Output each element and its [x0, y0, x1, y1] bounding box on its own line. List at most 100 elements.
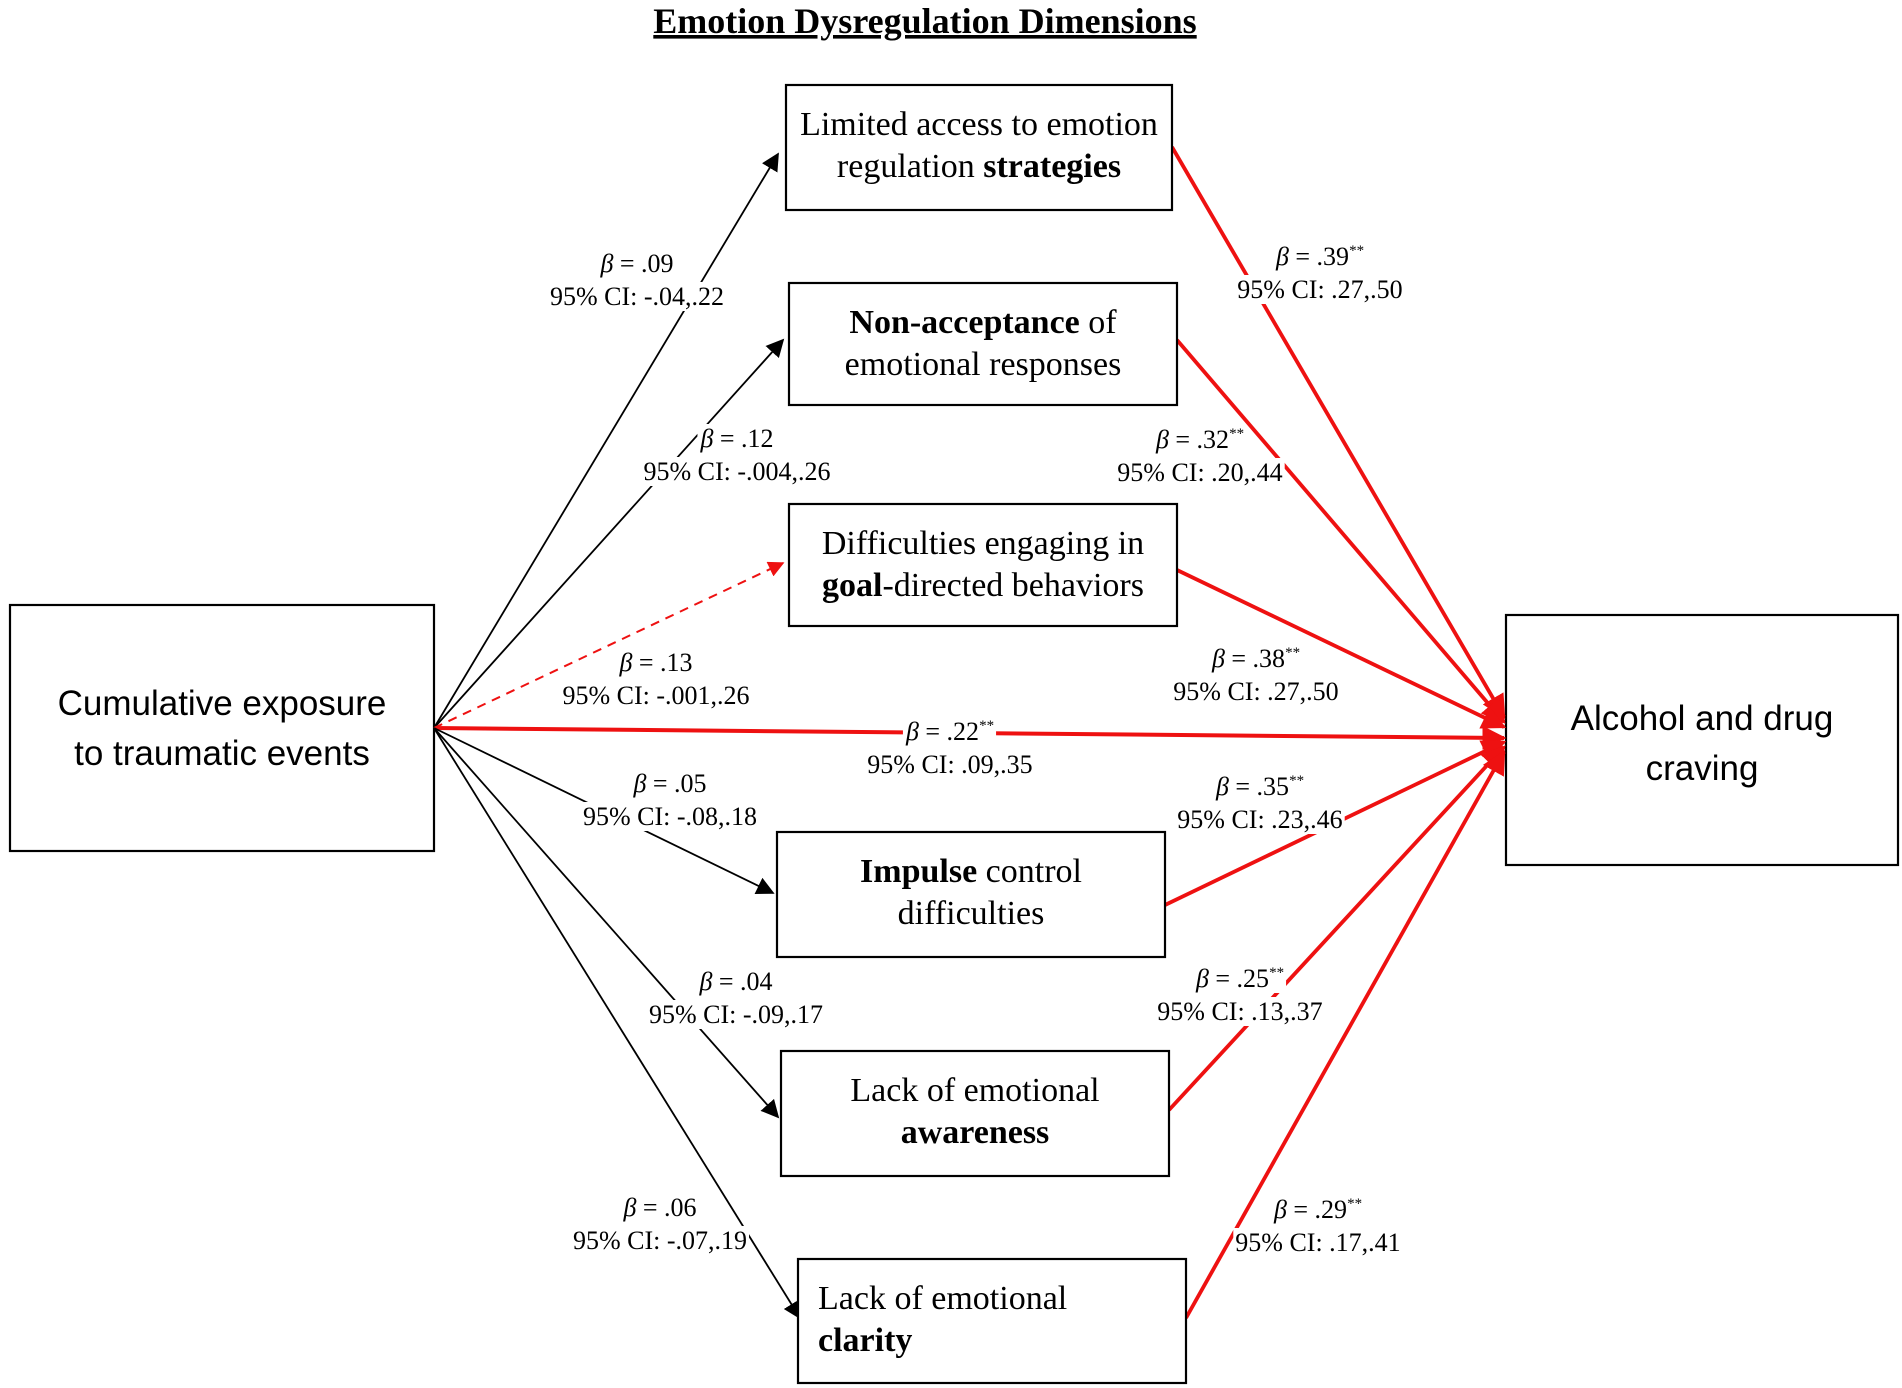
label-backing	[616, 648, 695, 677]
b-path-clarity-ci-text: 95% CI: .17,.41	[1235, 1228, 1400, 1257]
label-backing	[560, 681, 752, 710]
b-path-awareness-arrow	[1167, 745, 1506, 1112]
a-path-nonacceptance-arrow	[433, 338, 785, 729]
b-path-nonacceptance-arrow	[1175, 338, 1506, 724]
mediator-clarity-line1: Lack of emotional	[818, 1280, 1067, 1317]
label-backing	[1171, 677, 1341, 706]
mediators-layer: Limited access to emotion regulation stra…	[775, 83, 1188, 1385]
b-path-nonacceptance-ci-text: 95% CI: .20,.44	[1117, 458, 1282, 487]
mediator-clarity-line2: clarity	[818, 1322, 912, 1359]
label-backing	[547, 282, 727, 311]
labels-layer: β = .22** 95% CI: .09,.35 β = .09 95% CI: -…	[547, 242, 1405, 1257]
label-backing	[597, 249, 676, 278]
mediator-box-strategies: Limited access to emotion regulation stra…	[784, 83, 1174, 212]
mediator-nonacceptance-line1: Non-acceptance of	[849, 304, 1117, 341]
b-path-strategies-ci-text: 95% CI: .27,.50	[1237, 275, 1402, 304]
a-path-impulse-ci-text: 95% CI: -.08,.18	[583, 802, 757, 831]
mediator-impulse-line2: difficulties	[898, 895, 1045, 932]
a-path-strategies-ci-text: 95% CI: -.04,.22	[550, 282, 724, 311]
b-path-goals-beta-text: β = .38**	[1211, 644, 1300, 673]
b-path-awareness-beta-text: β = .25**	[1195, 964, 1284, 993]
b-path-clarity-label: β = .29** 95% CI: .17,.41	[1233, 1195, 1403, 1257]
b-path-clarity-arrow	[1184, 749, 1506, 1319]
mediator-nonacceptance-line2: emotional responses	[845, 346, 1122, 383]
mediator-strategies-line1: Limited access to emotion	[800, 106, 1158, 143]
label-backing	[646, 1000, 826, 1029]
b-path-nonacceptance-beta-text: β = .32**	[1155, 425, 1244, 454]
label-backing	[1175, 805, 1345, 834]
predictor-label-line1: Cumulative exposure	[58, 684, 387, 723]
b-path-goals-label: β = .38** 95% CI: .27,.50	[1171, 644, 1341, 706]
a-path-awareness-beta-text: β = .04	[698, 967, 772, 996]
b-path-impulse-ci-text: 95% CI: .23,.46	[1177, 805, 1342, 834]
a-path-strategies-label: β = .09 95% CI: -.04,.22	[547, 249, 727, 311]
a-path-goals-ci-text: 95% CI: -.001,.26	[562, 681, 749, 710]
a-path-awareness-arrow	[433, 727, 780, 1119]
a-path-awareness-ci-text: 95% CI: -.09,.17	[649, 1000, 823, 1029]
outcome-label-line1: Alcohol and drug	[1571, 699, 1834, 738]
label-backing	[1152, 425, 1247, 454]
label-backing	[1235, 275, 1405, 304]
b-path-awareness-ci-text: 95% CI: .13,.37	[1157, 997, 1322, 1026]
label-backing	[1115, 458, 1285, 487]
a-path-strategies-beta-text: β = .09	[599, 249, 673, 278]
label-backing	[620, 1193, 699, 1222]
a-path-nonacceptance-beta-text: β = .12	[699, 424, 773, 453]
mediator-box-clarity: Lack of emotional clarity	[796, 1257, 1188, 1385]
label-backing	[1272, 242, 1367, 271]
label-backing	[865, 750, 1035, 779]
a-path-clarity-ci-text: 95% CI: -.07,.19	[573, 1226, 747, 1255]
label-backing	[630, 769, 709, 798]
mediator-box-impulse: Impulse control difficulties	[775, 830, 1167, 959]
label-backing	[1192, 964, 1287, 993]
diagram-title: Emotion Dysregulation Dimensions	[653, 1, 1196, 41]
label-backing	[1233, 1228, 1403, 1257]
paths-layer	[433, 146, 1507, 1320]
label-backing	[696, 967, 775, 996]
mediator-awareness-line2: awareness	[901, 1114, 1050, 1151]
b-path-strategies-label: β = .39**95% CI: .27,.50	[1235, 242, 1405, 304]
b-path-goals-ci-text: 95% CI: .27,.50	[1173, 677, 1338, 706]
a-path-impulse-beta-text: β = .05	[632, 769, 706, 798]
label-backing	[1155, 997, 1325, 1026]
mediator-goals-line1: Difficulties engaging in	[822, 525, 1144, 562]
a-path-nonacceptance-label: β = .12 95% CI: -.004,.26	[641, 424, 833, 486]
predictor-box: Cumulative exposure to traumatic events	[8, 603, 436, 853]
mediator-box-goals: Difficulties engaging in goal-directed be…	[787, 502, 1179, 628]
mediator-strategies-line2: regulation strategies	[837, 148, 1121, 185]
b-path-clarity-beta-text: β = .29**	[1273, 1195, 1362, 1224]
a-path-clarity-arrow	[433, 727, 801, 1320]
a-path-goals-beta-text: β = .13	[618, 648, 692, 677]
mediator-goals-line2: goal-directed behaviors	[822, 567, 1144, 604]
a-path-clarity-label: β = .06 95% CI: -.07,.19	[570, 1193, 750, 1255]
a-path-strategies-arrow	[433, 152, 779, 729]
label-backing	[641, 457, 833, 486]
b-path-goals-arrow	[1176, 568, 1507, 729]
a-path-impulse-label: β = .05 95% CI: -.08,.18	[580, 769, 760, 831]
a-path-nonacceptance-ci-text: 95% CI: -.004,.26	[643, 457, 830, 486]
b-path-strategies-arrow	[1170, 146, 1506, 720]
mediator-box-awareness: Lack of emotional awareness	[779, 1049, 1171, 1178]
label-backing	[697, 424, 776, 453]
b-path-awareness-label: β = .25** 95% CI: .13,.37	[1155, 964, 1325, 1026]
mediator-impulse-line1: Impulse control	[860, 853, 1082, 890]
a-path-goals-arrow	[433, 561, 785, 729]
label-backing	[570, 1226, 750, 1255]
label-backing	[580, 802, 760, 831]
b-path-nonacceptance-label: β = .32** 95% CI: .20,.44	[1115, 425, 1285, 487]
b-path-impulse-beta-text: β = .35**	[1215, 772, 1304, 801]
label-backing	[1270, 1195, 1365, 1224]
outcome-label-line2: craving	[1646, 749, 1759, 788]
predictor-label-line2: to traumatic events	[74, 734, 370, 773]
mediator-awareness-line1: Lack of emotional	[850, 1072, 1099, 1109]
a-path-clarity-beta-text: β = .06	[622, 1193, 696, 1222]
outcome-box: Alcohol and drug craving	[1504, 613, 1900, 867]
a-path-goals-label: β = .13 95% CI: -.001,.26	[560, 648, 752, 710]
label-backing	[1212, 772, 1307, 801]
direct-path-ci-text: 95% CI: .09,.35	[867, 750, 1032, 779]
a-path-awareness-label: β = .04 95% CI: -.09,.17	[646, 967, 826, 1029]
mediator-box-nonacceptance: Non-acceptance of emotional responses	[787, 281, 1179, 407]
direct-path-label: β = .22** 95% CI: .09,.35	[865, 717, 1035, 779]
direct-path-beta-text: β = .22**	[905, 717, 994, 746]
